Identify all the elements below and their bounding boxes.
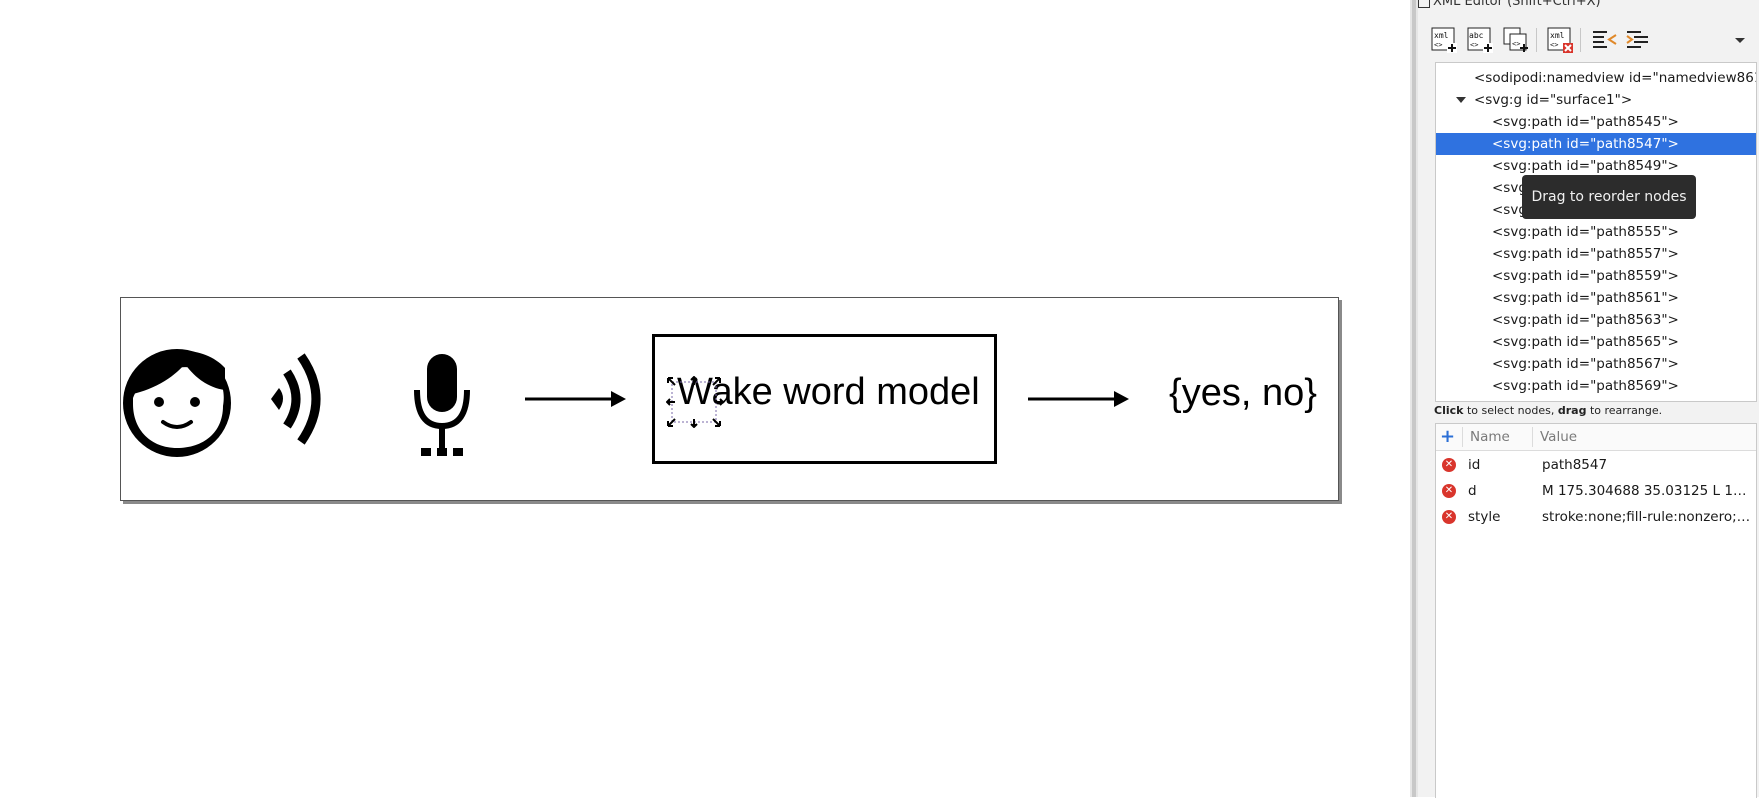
add-attribute-icon[interactable]: + — [1440, 426, 1456, 447]
tree-node-selected[interactable]: <svg:path id="path8547"> — [1436, 133, 1756, 155]
tree-node[interactable]: <sodipodi:namedview id="namedview861 — [1474, 70, 1757, 86]
attribute-name[interactable]: id — [1468, 457, 1481, 473]
selection-handles[interactable] — [666, 376, 724, 428]
tree-node[interactable]: <svg:path id="path8555"> — [1492, 224, 1679, 240]
xml-editor-panel: XML Editor (Shift+Ctrl+X) xml <> abc <> — [1418, 0, 1759, 798]
wake-word-label[interactable]: Wake word model — [677, 371, 980, 413]
attribute-name[interactable]: d — [1468, 483, 1477, 499]
tree-node[interactable]: <svg:path id="path8561"> — [1492, 290, 1679, 306]
drawing-page[interactable]: Wake word model {yes, no} — [120, 297, 1339, 501]
svg-text:<>: <> — [1434, 41, 1442, 49]
attribute-row[interactable]: ✕ id path8547 — [1436, 453, 1756, 479]
indent-node-icon — [1626, 31, 1648, 48]
panel-title: XML Editor (Shift+Ctrl+X) — [1418, 0, 1601, 10]
tree-node[interactable]: <svg:path id="path8567"> — [1492, 356, 1679, 372]
unindent-node-button[interactable] — [1590, 26, 1618, 54]
tooltip: Drag to reorder nodes — [1522, 175, 1696, 219]
tree-node[interactable]: <svg:path id="path8565"> — [1492, 334, 1679, 350]
column-name-header: Name — [1470, 429, 1510, 445]
delete-node-button[interactable]: xml <> — [1546, 26, 1574, 54]
new-text-node-button[interactable]: abc <> — [1466, 26, 1494, 54]
attribute-value[interactable]: path8547 — [1542, 457, 1608, 473]
toolbar-menu-button[interactable] — [1726, 26, 1754, 54]
output-label[interactable]: {yes, no} — [1169, 372, 1317, 414]
attribute-value[interactable]: M 175.304688 35.03125 L 177.... — [1542, 483, 1754, 499]
wake-word-model-box[interactable]: Wake word model — [652, 334, 997, 464]
svg-text:<>: <> — [1470, 41, 1478, 49]
xml-editor-icon — [1418, 0, 1430, 8]
sound-waves-icon[interactable] — [271, 353, 321, 445]
tree-node[interactable]: <svg:path id="path8569"> — [1492, 378, 1679, 394]
tree-node[interactable]: <svg:path id="path8563"> — [1492, 312, 1679, 328]
attribute-row[interactable]: ✕ d M 175.304688 35.03125 L 177.... — [1436, 479, 1756, 505]
duplicate-node-button[interactable]: <> — [1502, 26, 1530, 54]
attributes-header: + Name Value — [1436, 424, 1756, 451]
attribute-value[interactable]: stroke:none;fill-rule:nonzero;fi... — [1542, 509, 1754, 525]
microphone-icon[interactable] — [414, 354, 470, 456]
tree-node[interactable]: <svg:g id="surface1"> — [1436, 89, 1756, 111]
delete-node-icon: xml <> — [1547, 27, 1573, 53]
drawing-artwork — [123, 349, 1129, 457]
new-text-node-icon: abc <> — [1467, 27, 1493, 53]
svg-text:xml: xml — [1434, 31, 1449, 40]
attributes-table: + Name Value ✕ id path8547 ✕ d M 175.304… — [1435, 423, 1757, 798]
column-value-header: Value — [1540, 429, 1578, 445]
pane-divider-grip[interactable] — [1412, 0, 1416, 797]
face-icon[interactable] — [123, 349, 231, 457]
chevron-down-icon — [1735, 38, 1745, 43]
tree-node[interactable]: <svg:path id="path8559"> — [1492, 268, 1679, 284]
xml-toolbar: xml <> abc <> <> — [1430, 24, 1756, 58]
duplicate-node-icon: <> — [1503, 27, 1528, 52]
drawing-canvas[interactable]: Wake word model {yes, no} — [0, 0, 1410, 797]
indent-node-button[interactable] — [1624, 26, 1652, 54]
xml-node-tree[interactable]: <sodipodi:namedview id="namedview861 <sv… — [1435, 62, 1757, 402]
tree-node[interactable]: <svg:path id="path8545"> — [1492, 114, 1679, 130]
arrow-right-icon[interactable] — [1028, 391, 1129, 407]
svg-text:<>: <> — [1512, 40, 1520, 48]
tree-node[interactable]: <svg:path id="path8549"> — [1492, 158, 1679, 174]
tree-hint-text: Click to select nodes, drag to rearrange… — [1434, 404, 1663, 417]
delete-attribute-icon[interactable]: ✕ — [1442, 458, 1456, 472]
attribute-row[interactable]: ✕ style stroke:none;fill-rule:nonzero;fi… — [1436, 505, 1756, 531]
new-element-node-icon: xml <> — [1431, 27, 1457, 53]
delete-attribute-icon[interactable]: ✕ — [1442, 484, 1456, 498]
expander-triangle-icon[interactable] — [1456, 97, 1466, 103]
toolbar-separator — [1536, 28, 1537, 52]
arrow-right-icon[interactable] — [525, 391, 626, 407]
tree-node[interactable]: <svg:path id="path8557"> — [1492, 246, 1679, 262]
svg-text:xml: xml — [1550, 31, 1565, 40]
svg-text:<>: <> — [1550, 41, 1558, 49]
toolbar-separator — [1580, 28, 1581, 52]
new-element-node-button[interactable]: xml <> — [1430, 26, 1458, 54]
attribute-name[interactable]: style — [1468, 509, 1501, 525]
unindent-node-icon — [1593, 31, 1617, 48]
svg-text:abc: abc — [1469, 31, 1484, 40]
delete-attribute-icon[interactable]: ✕ — [1442, 510, 1456, 524]
